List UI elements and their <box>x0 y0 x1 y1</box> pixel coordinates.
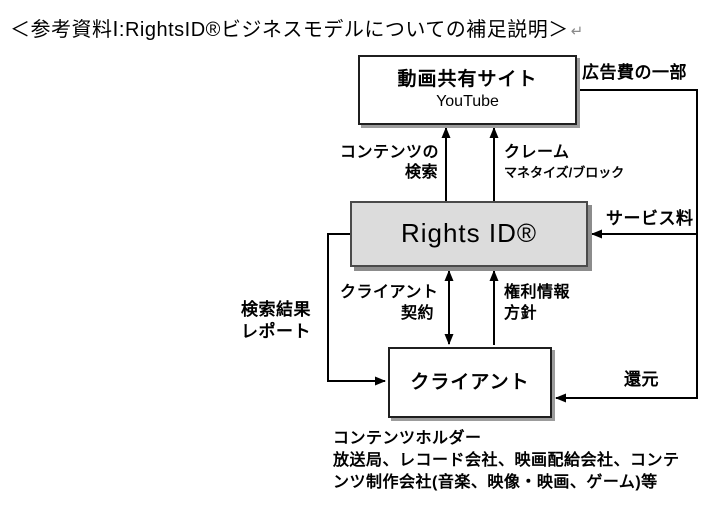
node-video-sharing-site: 動画共有サイト YouTube <box>358 55 577 125</box>
label-client-contract: クライアント 契約 <box>340 284 439 322</box>
node-video-title: 動画共有サイト <box>397 68 538 90</box>
edge-search-report <box>327 233 386 386</box>
label-rights-policy: 権利情報 方針 <box>504 284 571 322</box>
footnote-content-holder: コンテンツホルダー 放送局、レコード会社、映画配給会社、コンテ ンツ制作会社(音… <box>333 430 680 491</box>
label-search-report: 検索結果 レポート <box>241 300 311 341</box>
node-rights-id: Rights ID® <box>350 201 588 267</box>
label-content-search: コンテンツの 検索 <box>340 144 440 181</box>
title-text: ＜参考資料Ⅰ:RightsID®ビジネスモデルについての補足説明＞ <box>10 19 569 41</box>
label-claim-sub: マネタイズ/ブロック <box>504 165 625 180</box>
node-client-label: クライアント <box>410 371 530 393</box>
label-ad-fee: 広告費の一部 <box>582 63 687 82</box>
node-video-subtitle: YouTube <box>436 92 499 110</box>
label-claim: クレーム マネタイズ/ブロック <box>504 143 624 183</box>
edge-adfee-to-redistribution <box>555 89 698 403</box>
node-client: クライアント <box>388 347 552 418</box>
node-rights-id-label: Rights ID® <box>400 218 538 249</box>
page-title: ＜参考資料Ⅰ:RightsID®ビジネスモデルについての補足説明＞↵ <box>10 13 584 42</box>
label-redistribution: 還元 <box>624 370 659 389</box>
paragraph-mark-icon: ↵ <box>570 23 584 40</box>
label-service-fee: サービス料 <box>606 209 694 228</box>
